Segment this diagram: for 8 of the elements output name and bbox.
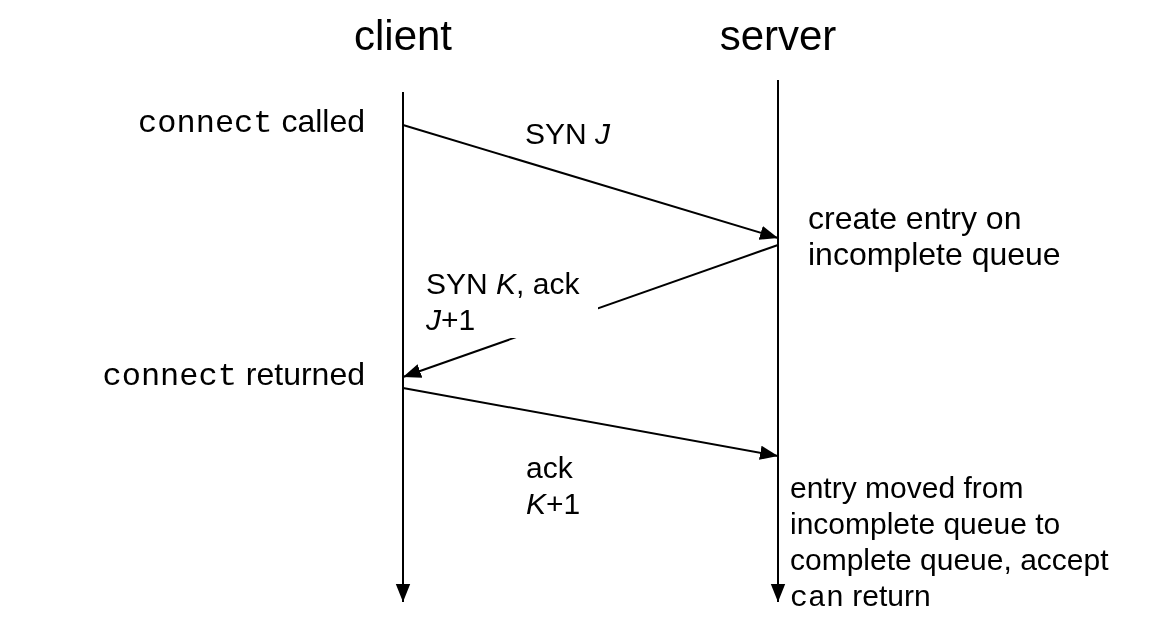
annotation-text: entry moved from incomplete queue to complete queue, accept can return: [790, 470, 1110, 616]
annotation-text: connect returned: [101, 356, 365, 395]
annotation-text: connect called: [137, 103, 365, 142]
lifeline-header: client: [352, 12, 454, 60]
message-arrow: [402, 124, 779, 240]
message-arrow: [402, 387, 779, 460]
annotation-text: create entry on incomplete queue: [808, 200, 1062, 272]
lifeline-header: server: [718, 12, 838, 60]
